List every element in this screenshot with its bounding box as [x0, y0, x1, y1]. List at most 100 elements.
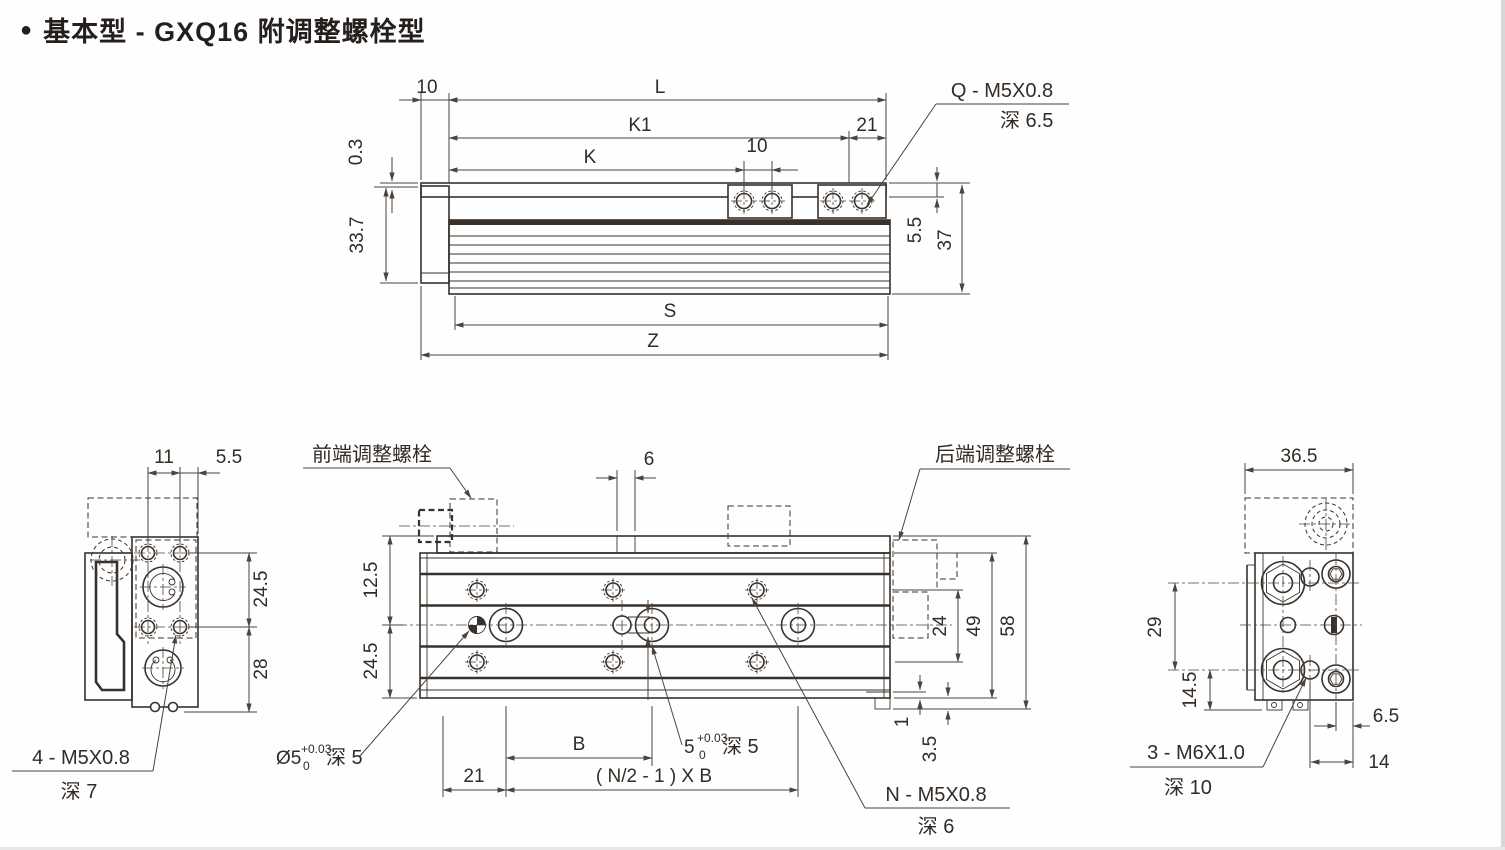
dim-14-5: 14.5: [1180, 672, 1201, 709]
threaded-hole: [745, 578, 769, 602]
dim-B: B: [573, 734, 586, 755]
dim-K: K: [584, 147, 597, 168]
dim-24: 24: [930, 615, 951, 637]
n-thread-label: N - M5X0.8: [885, 784, 986, 806]
counterbored-hole: [634, 603, 670, 647]
front-bolt-label: 前端调整螺栓: [312, 443, 432, 466]
n-thread-depth: 深 6: [918, 815, 955, 838]
dim-pitch: ( N/2 - 1 ) X B: [596, 766, 712, 787]
dim-14: 14: [1368, 752, 1390, 773]
right-thread-label: 3 - M6X1.0: [1147, 742, 1245, 764]
dim-0-3: 0.3: [346, 139, 367, 165]
datum-target-symbol: [468, 616, 486, 634]
cylinder-body-profile: [448, 219, 891, 295]
dim-5-5-right: 5.5: [905, 217, 926, 243]
slide-table-profile: [420, 182, 887, 198]
front-end-plate: [420, 185, 450, 284]
left-dimension-lines: [147, 467, 257, 713]
dim-6: 6: [644, 449, 655, 470]
page-edge-right: [1501, 0, 1505, 850]
rear-adjuster-ghost: [892, 539, 938, 591]
mounting-boss-left: [727, 184, 793, 219]
rod-bore-with-snap-ring: [140, 564, 186, 610]
lower-bore-with-snap-ring: [142, 647, 184, 689]
dim-12-5: 12.5: [361, 562, 382, 599]
side-elevation-view: 10 L K1 21 K 10 0.3 33.7 5.5 37 S Z Q - …: [346, 77, 1069, 360]
plan-dimension-labels: 6 12.5 24.5 24 49 58 1 3.5 B 21 ( N/2 - …: [361, 449, 1019, 787]
q-thread-callout: Q - M5X0.8 深 6.5: [866, 80, 1069, 206]
counterbored-hole: [488, 603, 524, 647]
stopper-ghost: [727, 505, 791, 547]
plan-part-geometry: [396, 498, 958, 710]
table-edge: [436, 535, 891, 554]
threaded-hole: [601, 578, 625, 602]
pin-hole-callout: Ø5 +0.03 0 深 5: [276, 630, 470, 773]
dim-37: 37: [935, 229, 956, 250]
pin-callout-sup: +0.03: [301, 742, 332, 756]
dim-Z: Z: [647, 331, 659, 352]
plan-dimension-lines: [382, 470, 1031, 797]
bottom-lip: [874, 697, 891, 710]
dim-58: 58: [998, 615, 1019, 636]
dim-11: 11: [154, 447, 174, 468]
dim-33-7: 33.7: [347, 217, 368, 254]
front-adjuster-ghost: [449, 498, 498, 553]
right-thread-depth: 深 10: [1164, 776, 1212, 799]
side-dimension-lines: [374, 93, 970, 360]
threaded-hole: [601, 650, 625, 674]
pin-callout-sub: 0: [303, 759, 310, 773]
rear-bolt-callout: 后端调整螺栓: [898, 443, 1070, 541]
dim-29: 29: [1145, 616, 1166, 637]
dim-1: 1: [892, 717, 913, 728]
right-dimension-labels: 36.5 29 14.5 6.5 14: [1145, 446, 1399, 773]
m5-thread-callout: 4 - M5X0.8 深 7: [12, 634, 178, 803]
side-dimension-labels: 10 L K1 21 K 10 0.3 33.7 5.5 37 S Z: [346, 77, 956, 352]
q-thread-depth: 深 6.5: [1000, 109, 1053, 132]
threaded-hole: [465, 578, 489, 602]
inner-contour: [94, 560, 126, 692]
left-part-geometry: [84, 497, 199, 713]
side-part-geometry: [420, 182, 891, 295]
dim-36-5: 36.5: [1281, 446, 1318, 467]
dim-24-5: 24.5: [251, 571, 272, 608]
page-edge-bottom: [0, 847, 1505, 850]
right-dimension-lines: [1172, 463, 1370, 768]
dim-6-5: 6.5: [1373, 706, 1399, 727]
key-callout-depth: 深 5: [722, 735, 759, 758]
hidden-table-ghost: [1244, 497, 1354, 554]
threaded-hole: [465, 650, 489, 674]
key-slot-callout: 5 +0.03 0 深 5: [651, 645, 759, 762]
dim-21: 21: [856, 115, 877, 136]
right-end-view: 36.5 29 14.5 6.5 14 3 - M6X1.0 深 10: [1130, 446, 1399, 799]
key-callout-base: 5: [684, 737, 695, 758]
m6-thread-callout: 3 - M6X1.0 深 10: [1130, 677, 1307, 799]
dim-49: 49: [964, 615, 985, 636]
plan-view: 6 12.5 24.5 24 49 58 1 3.5 B 21 ( N/2 - …: [276, 443, 1070, 838]
threaded-hole: [745, 650, 769, 674]
left-thread-depth: 深 7: [61, 780, 98, 803]
left-dimension-labels: 11 5.5 24.5 28: [154, 447, 272, 680]
dim-28: 28: [251, 658, 272, 679]
dim-3-5: 3.5: [920, 736, 941, 762]
dim-10-mid: 10: [746, 136, 767, 157]
dim-21: 21: [463, 766, 484, 787]
threaded-hole: [820, 188, 846, 214]
front-bolt-callout: 前端调整螺栓: [303, 443, 472, 499]
side-plate-outline: [84, 552, 133, 701]
pin-callout-base: Ø5: [276, 748, 301, 769]
rear-bolt-label: 后端调整螺栓: [935, 443, 1055, 466]
counterbored-hole: [780, 603, 816, 647]
dim-K1: K1: [628, 115, 651, 136]
dim-10-left: 10: [416, 77, 437, 98]
dim-24-5: 24.5: [361, 643, 382, 680]
dim-5-5: 5.5: [216, 447, 242, 468]
left-thread-label: 4 - M5X0.8: [32, 747, 130, 769]
q-thread-label: Q - M5X0.8: [951, 80, 1053, 102]
pin-hole: [612, 615, 632, 635]
body-outline: [419, 552, 891, 699]
dim-S: S: [664, 301, 677, 322]
bullet-icon: ●: [20, 18, 34, 41]
left-end-view: 11 5.5 24.5 28 4 - M5X0.8 深 7: [12, 447, 272, 803]
